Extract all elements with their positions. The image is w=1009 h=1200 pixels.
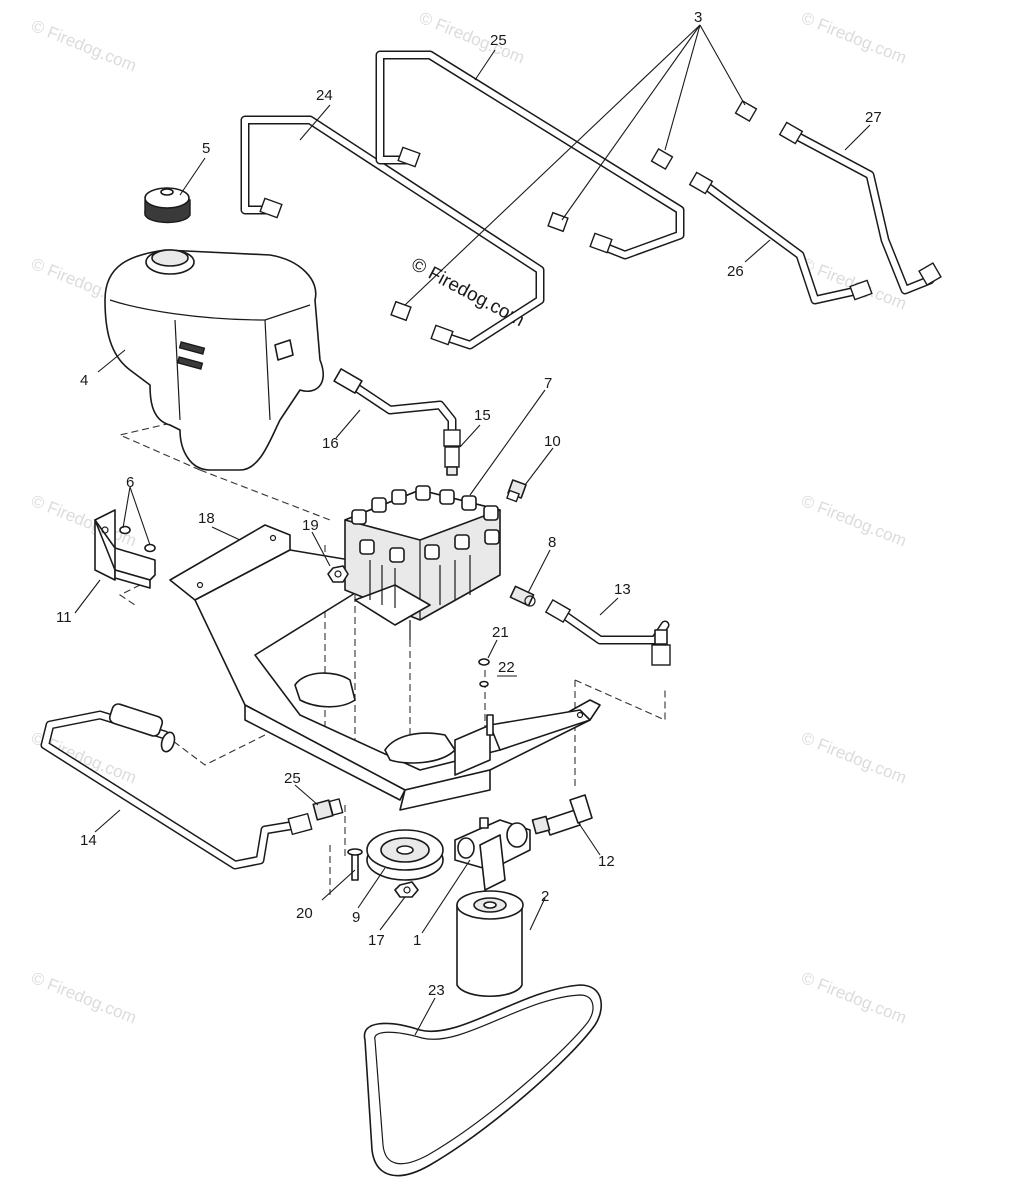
fitting-15	[444, 446, 460, 476]
callout-25: 25	[490, 32, 507, 49]
watermark: © Firedog.com	[799, 968, 910, 1027]
nut-19	[327, 565, 349, 583]
callout-8: 8	[548, 534, 556, 551]
hose-13	[544, 598, 671, 666]
callout-25-lower: 25	[284, 770, 301, 787]
pump-bolts	[351, 485, 500, 563]
nut-17	[394, 881, 419, 898]
callout-21: 21	[492, 624, 509, 641]
callout-11: 11	[56, 609, 72, 626]
callout-16: 16	[322, 435, 339, 452]
hydraulic-pump	[344, 485, 501, 640]
callout-2: 2	[541, 888, 549, 905]
callout-3: 3	[694, 9, 702, 26]
fitting-10	[506, 479, 527, 503]
watermark: © Firedog.com	[799, 728, 910, 787]
callout-19: 19	[302, 517, 319, 534]
callout-7: 7	[544, 375, 552, 392]
watermark: © Firedog.com	[799, 8, 910, 67]
hydraulic-hose-24	[240, 115, 545, 350]
callout-22: 22	[498, 659, 515, 676]
watermark: © Firedog.com	[29, 968, 140, 1027]
callouts: 1 2 3 4 5 6 7 8 9 10 11 12 13 14 15 16 1…	[56, 9, 882, 999]
mounting-plate	[169, 524, 601, 811]
tank-cap	[144, 187, 191, 224]
watermark: © Firedog.com	[29, 16, 140, 75]
reservoir-tank	[104, 249, 325, 471]
callout-24: 24	[316, 87, 333, 104]
hydraulic-hose-27	[734, 99, 942, 295]
callout-18: 18	[198, 510, 215, 527]
oil-filter-2	[456, 890, 524, 998]
callout-27: 27	[865, 109, 882, 126]
callout-12: 12	[598, 853, 615, 870]
callout-15: 15	[474, 407, 491, 424]
hose-14	[40, 703, 313, 870]
fitting-25-lower	[312, 798, 344, 821]
callout-26: 26	[727, 263, 744, 280]
callout-1: 1	[413, 932, 421, 949]
hose-16	[333, 368, 461, 447]
callout-20: 20	[296, 905, 313, 922]
callout-13: 13	[614, 581, 631, 598]
hydraulic-hose-25	[375, 50, 685, 260]
watermark: © Firedog.com	[29, 491, 140, 550]
callout-14: 14	[80, 832, 97, 849]
watermark: © Firedog.com	[799, 491, 910, 550]
callout-4: 4	[80, 372, 88, 389]
filter-head-1	[454, 817, 531, 891]
callout-6: 6	[126, 474, 134, 491]
bolt-20	[347, 848, 363, 881]
bracket-11	[94, 509, 156, 589]
fitting-8	[509, 585, 536, 607]
pump-ribs	[369, 555, 471, 608]
drive-belt-23	[363, 984, 602, 1177]
leader-lines	[74, 24, 871, 1036]
callout-5: 5	[202, 140, 210, 157]
fitting-12	[531, 794, 593, 836]
callout-23: 23	[428, 982, 445, 999]
callout-9: 9	[352, 909, 360, 926]
bolt-21-22	[478, 658, 494, 736]
callout-10: 10	[544, 433, 561, 450]
hydraulic-hose-26	[650, 147, 873, 305]
pulley-9	[366, 829, 444, 881]
callout-17: 17	[368, 932, 385, 949]
